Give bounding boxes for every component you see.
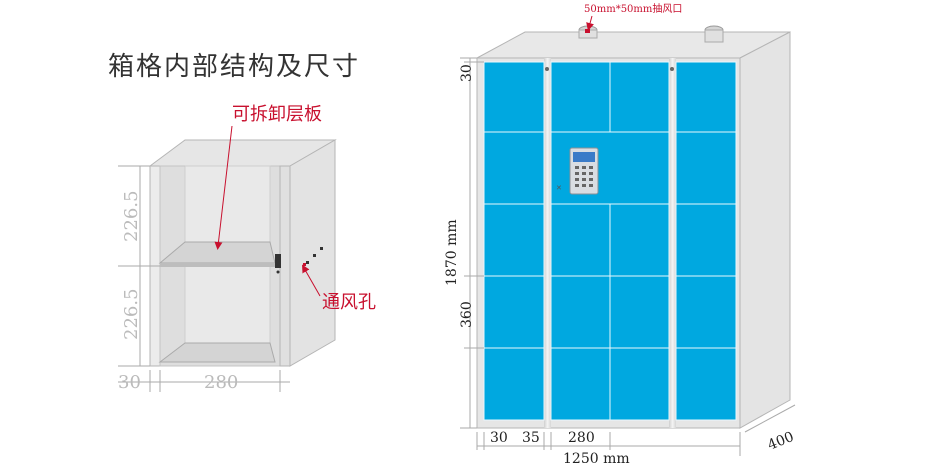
left-title: 箱格内部结构及尺寸 — [108, 52, 360, 82]
locker-door — [483, 131, 545, 205]
locker-door — [675, 347, 737, 421]
locker-door — [483, 203, 545, 277]
locker-door — [609, 275, 670, 349]
locker-door — [483, 61, 545, 133]
dim-bottom-1: 30 — [490, 430, 508, 446]
lock-icon — [275, 254, 281, 268]
screen-icon — [573, 152, 595, 162]
dim-height: 1870 mm — [444, 219, 460, 286]
locker-door — [675, 61, 737, 133]
vent-label: 通风孔 — [322, 292, 376, 313]
dim-width-right: 1250 mm — [563, 451, 630, 466]
locker-doors — [483, 61, 737, 421]
dim-bottom-2: 35 — [522, 430, 540, 446]
locker-door — [609, 347, 670, 421]
vent-holes — [303, 247, 323, 266]
locker-door — [675, 203, 737, 277]
locker-door — [609, 61, 670, 133]
locker-door — [675, 275, 737, 349]
dim-upper: 226.5 — [121, 190, 142, 242]
dim-cell: 360 — [459, 301, 475, 328]
top-vent-label: 50mm*50mm抽风口 — [584, 2, 682, 15]
dim-lower: 226.5 — [121, 288, 142, 340]
dim-width-left: 280 — [204, 372, 238, 393]
keypad-panel: ✕ — [556, 147, 599, 195]
dim-top-margin: 30 — [459, 64, 475, 82]
locker-door — [550, 61, 611, 133]
shelf-label: 可拆卸层板 — [232, 104, 322, 125]
cell-box — [148, 139, 337, 367]
dim-side: 30 — [118, 372, 141, 393]
locker-door — [675, 131, 737, 205]
locker-door — [483, 275, 545, 349]
locker-door — [609, 203, 670, 277]
scanner-icon: ✕ — [556, 184, 562, 192]
dim-depth: 400 — [766, 429, 797, 454]
lock-icon — [545, 67, 549, 71]
locker-door — [550, 203, 611, 277]
right-dimensions — [460, 57, 796, 456]
control-panel-door — [550, 131, 670, 205]
left-dimensions — [118, 165, 290, 392]
dim-bottom-3: 280 — [568, 430, 595, 446]
lock-icon — [670, 67, 674, 71]
locker-door — [550, 347, 611, 421]
locker-door — [483, 347, 545, 421]
locker-door — [550, 275, 611, 349]
